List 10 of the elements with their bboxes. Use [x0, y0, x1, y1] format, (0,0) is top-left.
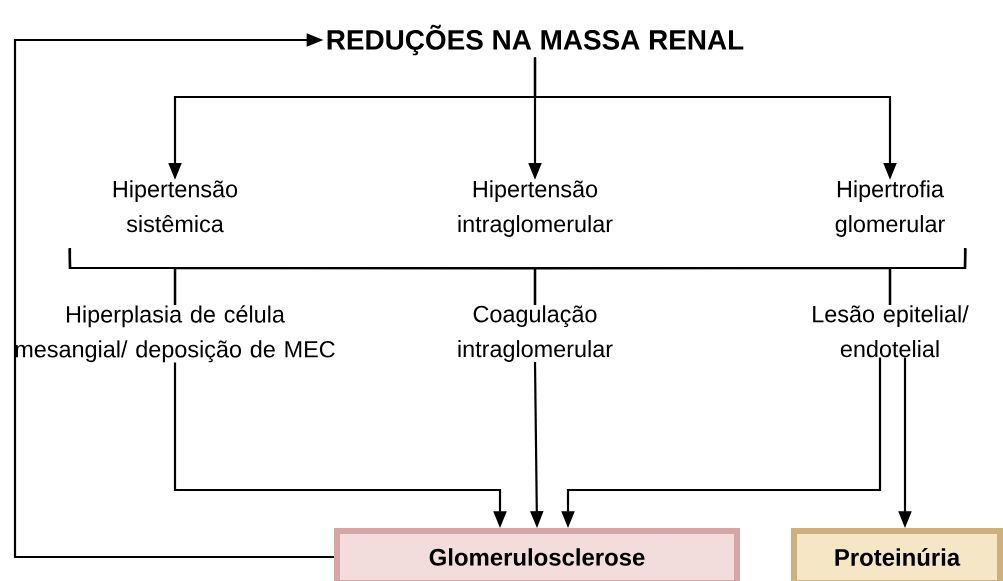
heading-text: REDUÇÕES NA MASSA RENAL [327, 24, 744, 56]
text-label: Lesão epitelial/ endotelial [813, 305, 969, 358]
text-label: Coagulação intraglomerular [458, 305, 613, 362]
text-label: Hipertrofia glomerular [835, 180, 945, 237]
arrow [13, 33, 334, 559]
text-label: Hipertensão intraglomerular [458, 180, 613, 237]
result-box: Proteinúria [791, 528, 1003, 581]
text-label: Hipertensão sistêmica [113, 180, 238, 233]
result-box: Glomerulosclerose [334, 528, 740, 581]
text-label: Hiperplasia de célula mesangial/ deposição de MEC [15, 305, 335, 363]
